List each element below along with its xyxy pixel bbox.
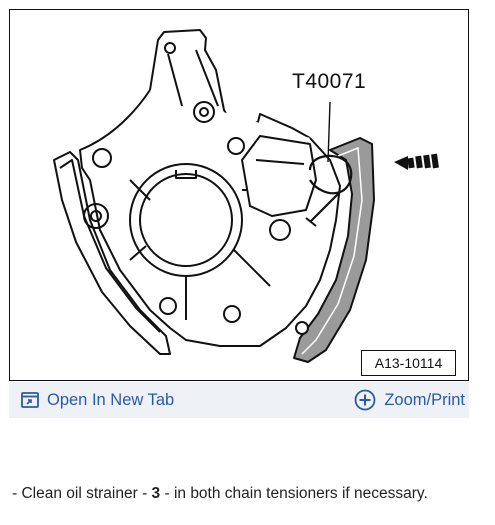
open-new-tab-label: Open In New Tab: [47, 390, 175, 409]
part-number-label: T40071: [292, 70, 367, 93]
image-toolbar: Open In New Tab Zoom/Print: [9, 382, 469, 418]
circle-plus-icon: [354, 389, 376, 411]
zoom-print-button[interactable]: Zoom/Print: [354, 388, 465, 412]
caption-prefix: - Clean oil strainer -: [12, 485, 152, 502]
open-new-tab-button[interactable]: Open In New Tab: [21, 388, 174, 412]
instruction-step: - Clean oil strainer - 3 - in both chain…: [12, 485, 428, 503]
caption-suffix: - in both chain tensioners if necessary.: [160, 485, 428, 502]
figure-reference-box: A13-10114: [361, 350, 456, 376]
figure-reference: A13-10114: [374, 355, 443, 371]
zoom-print-label: Zoom/Print: [384, 390, 465, 409]
caption-item-number: 3: [151, 485, 161, 502]
figure-frame: T40071 A13-10114: [9, 9, 469, 381]
external-window-icon: [21, 392, 39, 408]
technical-illustration: [53, 29, 439, 363]
